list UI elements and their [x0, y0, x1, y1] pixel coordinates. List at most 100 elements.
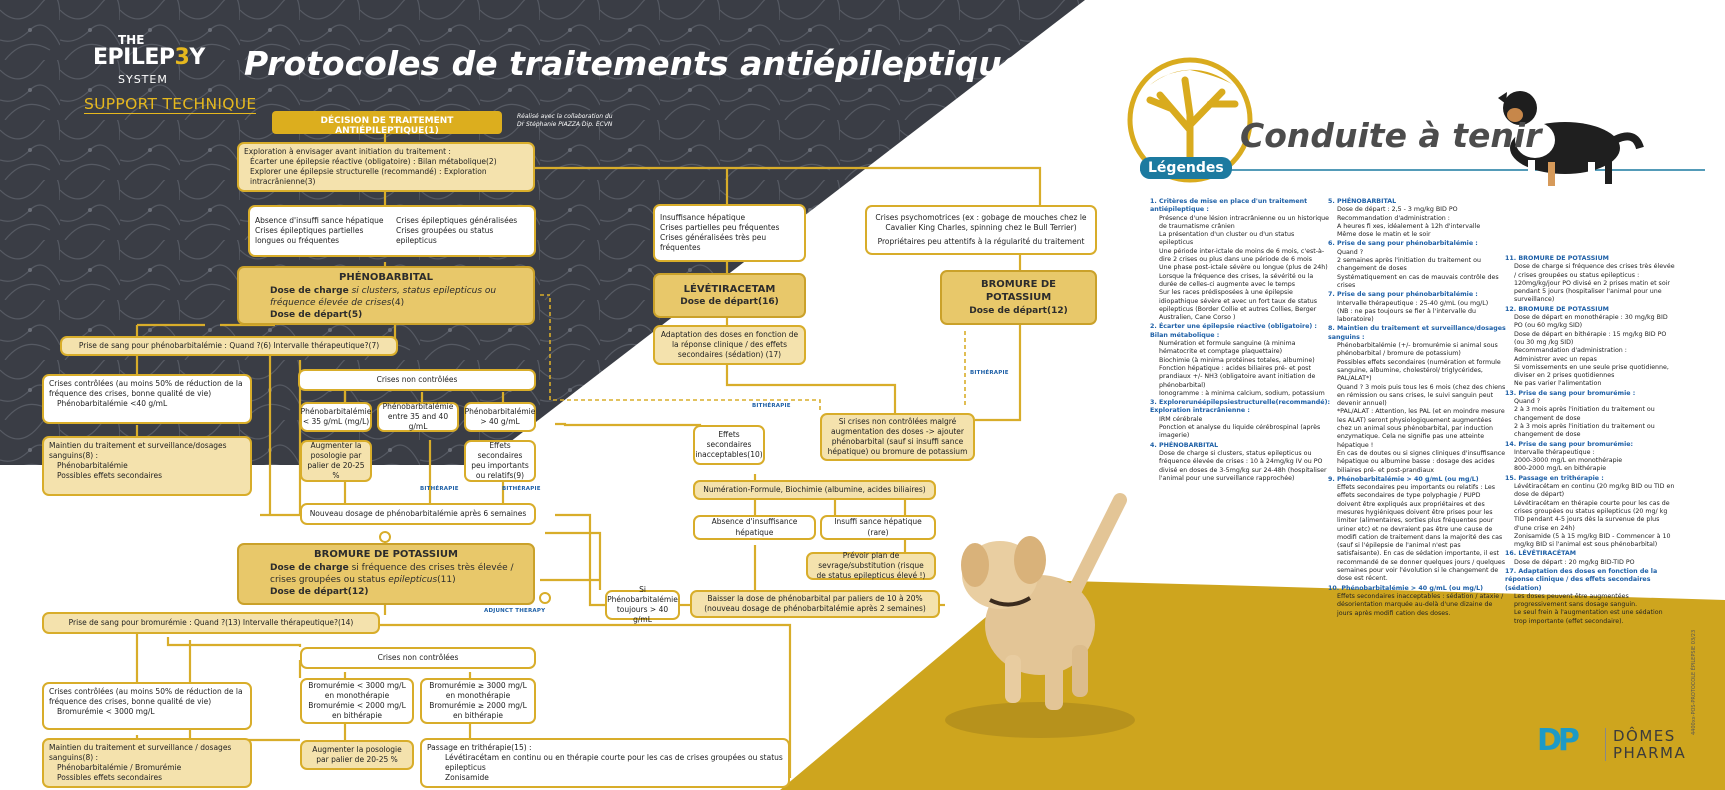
legend-item-line: Sur les races prédisposées à une épileps… [1159, 289, 1318, 322]
legendes-badge: Légendes [1140, 157, 1232, 179]
legend-item-line: Quand ? [1337, 248, 1364, 256]
page-title: Protocoles de traitements antiépileptiqu… [244, 44, 1044, 83]
legend-column-1: 1. Critères de mise en place d'un traite… [1150, 198, 1330, 484]
legend-item-line: *PAL/ALAT : Attention, les PAL (et en mo… [1337, 408, 1505, 449]
legend-item: 13. Prise de sang pour bromurémie :Quand… [1505, 390, 1675, 440]
tritherapy-box: Passage en trithérapie(15) : Lévétiracét… [420, 738, 790, 788]
logo-epilepsy: EPILEP3Y [93, 45, 205, 70]
legend-item: 17. Adaptation des doses en fonction de … [1505, 568, 1675, 626]
new-dosage-box: Nouveau dosage de phénobarbitalémie aprè… [300, 503, 536, 525]
pheno-blood-test-box: Prise de sang pour phénobarbitalémie : Q… [60, 336, 398, 356]
reference-code: 4400xx-POS-PROTOCOLE ÉPILEPSIE 03/23 [1691, 629, 1697, 735]
bromure-criteria-box: Crises psychomotrices (ex : gobage de mo… [865, 205, 1097, 255]
levet-criteria-box: Insuffisance hépatique Crises partielles… [653, 204, 806, 262]
bromure-left-box: BROMURE DE POTASSIUM Dose de charge si f… [237, 543, 535, 605]
legend-item-line: 2 à 3 mois après l'initiation du traitem… [1514, 422, 1655, 439]
decision-badge: DÉCISION DE TRAITEMENT ANTIÉPILEPTIQUE(1… [272, 111, 502, 136]
legend-item-line: Intervalle thérapeutique : [1514, 448, 1595, 456]
legend-item-line: Effets secondaires inacceptables : sédat… [1337, 592, 1504, 617]
side-effects-box: Effets secondaires peu importants ou rel… [464, 440, 536, 482]
legend-item-line: Lévétiracétam en continu (20 mg/kg BID o… [1514, 483, 1675, 499]
legend-item: 14. Prise de sang pour bromurémie:Interv… [1505, 441, 1675, 474]
legend-item-line: 800-2000 mg/L en bithérapie [1514, 465, 1607, 473]
legend-item: 8. Maintien du traitement et surveillanc… [1328, 325, 1506, 474]
legend-item-line: IRM cérébrale [1159, 415, 1203, 423]
legend-item-line: Si vomissements en une seule prise quoti… [1514, 363, 1669, 380]
legend-item-line: Une période inter-ictale de moins de 6 m… [1159, 247, 1325, 264]
logo-support-technique: SUPPORT TECHNIQUE [84, 95, 257, 114]
bitherapie-tag-4: BITHÉRAPIE [752, 403, 791, 409]
if-not-controlled-box: Si crises non contrôlées malgré augmenta… [820, 413, 975, 461]
bromo-controlled-box: Crises contrôlées (au moins 50% de réduc… [42, 682, 252, 730]
legend-item-line: Dose de départ en monothérapie : 30 mg/k… [1514, 314, 1668, 330]
legend-item-heading: 9. Phénobarbitalémie > 40 g/mL (ou mg/L) [1328, 475, 1479, 483]
legend-item-line: Dose de charge si fréquence des crises t… [1514, 263, 1675, 304]
legend-item-line: Les doses peuvent être augmentées progre… [1514, 592, 1638, 609]
legend-item-heading: 5. PHÉNOBARBITAL [1328, 198, 1397, 205]
legend-item-heading: 12. BROMURE DE POTASSIUM [1505, 305, 1609, 313]
legend-item-line: Lorsque la fréquence des crises, la sévé… [1159, 272, 1314, 288]
bromo-increase-box: Augmenter la posologie par palier de 20-… [300, 740, 414, 770]
lower-pheno-box: Baisser la dose de phénobarbital par pal… [690, 590, 940, 618]
legend-item: 9. Phénobarbitalémie > 40 g/mL (ou mg/L)… [1328, 476, 1506, 584]
golden-puppy-image [961, 493, 1127, 710]
legend-item-heading: 17. Adaptation des doses en fonction de … [1505, 567, 1658, 592]
legend-item: 3. Explorerunéépilepsiestructurelle(reco… [1150, 399, 1330, 440]
no-liver-failure-box: Absence d'insuffisance hépatique [693, 515, 816, 540]
legend-item-line: Ne pas varier l'alimentation [1514, 380, 1602, 388]
domes-pharma-logo-mark: DP [1537, 723, 1580, 758]
logo-system: SYSTEM [118, 73, 168, 86]
legend-item-line: Ionogramme : à minima calcium, sodium, p… [1159, 389, 1325, 397]
legend-item-line: La présentation d'un cluster ou d'un sta… [1159, 231, 1295, 247]
legend-item-line: A heures fi xes, idéalement à 12h d'inte… [1337, 222, 1481, 230]
legend-item-line: Quand ? [1514, 398, 1541, 406]
liver-failure-box: Insuffi sance hépatique (rare) [820, 515, 936, 540]
legend-item-line: Systématiquement en cas de mauvais contr… [1337, 273, 1499, 289]
legend-item-line: Intervalle thérapeutique : 25-40 g/mL (o… [1337, 299, 1489, 307]
legend-item-line: Une phase post-ictale sévère ou longue (… [1159, 264, 1328, 272]
legend-item-line: Quand ? 3 mois puis tous les 6 mois (che… [1337, 383, 1506, 408]
legend-item-heading: 11. BROMURE DE POTASSIUM [1505, 255, 1609, 262]
legend-item: 15. Passage en trithérapie :Lévétiracéta… [1505, 475, 1675, 550]
not-controlled-box-2: Crises non contrôlées [300, 647, 536, 669]
legend-item-line: 2000-3000 mg/L en monothérapie [1514, 457, 1623, 465]
legend-item-heading: 2. Écarter une épilepsie réactive (oblig… [1150, 323, 1317, 339]
legend-item-line: Même dose le matin et le soir [1337, 231, 1431, 239]
legend-item-line: Dose de charge si clusters, status epile… [1159, 449, 1327, 482]
legend-item-line: 2 semaines après l'initiation du traitem… [1337, 257, 1481, 273]
legend-item-line: Phénobarbitalémie (+/- bromurémie si ani… [1337, 342, 1498, 358]
legend-item-heading: 1. Critères de mise en place d'un traite… [1150, 198, 1308, 214]
pheno-mid-box: Phénobarbitalémie entre 35 and 40 g/mL [377, 402, 459, 432]
conduite-title: Conduite à tenir [1240, 116, 1542, 155]
legend-item-heading: 4. PHÉNOBARBITAL [1150, 441, 1219, 449]
legend-item-line: Lévétiracétam en thérapie courte pour le… [1514, 499, 1670, 532]
nfs-box: Numération-Formule, Biochimie (albumine,… [693, 480, 936, 500]
pheno-low-box: Phénobarbitalémie < 35 g/mL (mg/L) [300, 402, 372, 432]
pheno-always-high-box: Si Phénobarbitalémie toujours > 40 g/mL [605, 585, 680, 624]
pheno-controlled-box: Crises contrôlées (au moins 50% de réduc… [42, 374, 252, 424]
logo-the: THE [118, 33, 145, 47]
tree-emblem-icon [1127, 57, 1253, 183]
legend-item-line: Ponction et analyse du liquide cérébrosp… [1159, 424, 1321, 440]
legend-item: 7. Prise de sang pour phénobarbitalémie … [1328, 291, 1506, 324]
increase-dose-box: Augmenter la posologie par palier de 20-… [300, 440, 372, 482]
legend-item-heading: 6. Prise de sang pour phénobarbitalémie … [1328, 240, 1478, 248]
bromo-maintain-box: Maintien du traitement et surveillance /… [42, 738, 252, 788]
legend-item-heading: 10. Phénobarbitalémie > 40 g/mL (ou mg/L… [1328, 584, 1484, 592]
legend-item-line: Biochimie (à minima protéines totales, a… [1159, 356, 1315, 364]
legend-item-line: Recommandation d'administration : [1337, 214, 1450, 222]
not-controlled-box-1: Crises non contrôlées [298, 369, 536, 391]
legend-item-heading: 13. Prise de sang pour bromurémie : [1505, 389, 1636, 397]
legend-item-line: Présence d'une lésion intracrânienne ou … [1159, 214, 1329, 230]
